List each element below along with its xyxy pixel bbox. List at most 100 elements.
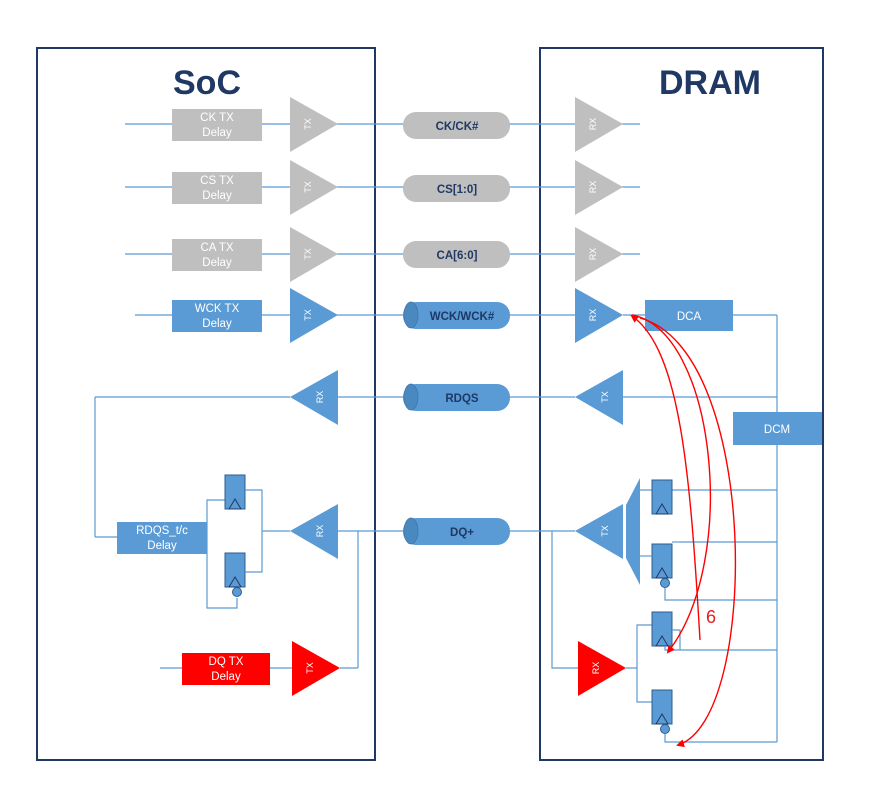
dram-title: DRAM <box>659 64 761 102</box>
dq-rx-label: RX <box>315 525 325 538</box>
red-arrow-1 <box>631 314 711 654</box>
rdqs-delay <box>117 522 207 554</box>
ck-tx-delay-line2: Delay <box>202 127 232 139</box>
ca-tx-label: TX <box>303 248 313 260</box>
ck-bus <box>403 112 510 139</box>
cs-tx-buffer <box>290 160 338 215</box>
dq-tx-label: TX <box>305 662 315 674</box>
cs-tx-label: TX <box>303 181 313 193</box>
cs-rx-buffer <box>575 160 623 215</box>
dram-dq-receive: RX <box>551 531 681 743</box>
wck-row: WCK TX Delay TX WCK/WCK# RX DCA <box>135 288 733 343</box>
wck-rx-label: RX <box>588 309 598 322</box>
ca-bus <box>403 241 510 268</box>
ca-tx-delay-line2: Delay <box>202 257 232 269</box>
dcm-block <box>733 412 822 445</box>
wck-bus-cap <box>403 301 419 329</box>
cs-bus <box>403 175 510 202</box>
soc-flipflop-lower-clock <box>228 576 242 588</box>
dq-bus-row: DQ+ <box>338 517 575 669</box>
soc-title: SoC <box>173 64 241 102</box>
dca-block <box>645 300 733 331</box>
dram-tx-flipflop-lower-inverter <box>660 578 670 588</box>
ca-row: CA TX Delay TX CA[6:0] RX <box>125 227 640 282</box>
ck-rx-label: RX <box>588 118 598 131</box>
soc-flipflop-upper <box>224 474 246 510</box>
wck-bus <box>403 302 510 329</box>
wck-tx-label: TX <box>303 309 313 321</box>
dram-rx-flipflop-upper <box>651 611 673 647</box>
cs-bus-label: CS[1:0] <box>437 184 477 196</box>
cs-tx-delay <box>172 172 262 204</box>
wck-tx-buffer <box>290 288 338 343</box>
dram-tx-flipflop-upper-clock <box>655 503 669 515</box>
ck-rx-buffer <box>575 97 623 152</box>
cs-tx-delay-line1: CS TX <box>200 175 234 187</box>
annotation-label: 6 <box>706 607 716 627</box>
cs-row: CS TX Delay TX CS[1:0] RX <box>125 160 640 215</box>
soc-panel <box>36 47 376 761</box>
dq-bus-label: DQ+ <box>450 527 474 539</box>
cs-rx-label: RX <box>588 181 598 194</box>
dcm-label: DCM <box>764 424 790 436</box>
cs-tx-delay-line2: Delay <box>202 190 232 202</box>
ck-bus-label: CK/CK# <box>436 121 479 133</box>
soc-dq-receive: RDQS_t/c Delay RX <box>117 474 338 609</box>
dram-dq-mux <box>626 478 640 585</box>
dram-rx-flipflop-lower <box>651 689 673 725</box>
dram-panel <box>539 47 824 761</box>
rdqs-tx-label: TX <box>600 391 610 403</box>
ck-tx-label: TX <box>303 118 313 130</box>
wck-rx-buffer <box>575 288 623 343</box>
dram-tx-flipflop-lower-clock <box>655 567 669 579</box>
rdqs-delay-line2: Delay <box>147 540 177 552</box>
soc-dq-transmit: DQ TX Delay TX <box>160 641 340 696</box>
dram-rx-flipflop-lower-inverter <box>660 724 670 734</box>
dram-tx-flipflop-lower <box>651 543 673 579</box>
dq-rx-buffer <box>290 504 338 559</box>
dq-bus-cap <box>403 517 419 545</box>
ca-tx-buffer <box>290 227 338 282</box>
dram-dq-tx-buffer <box>575 504 623 559</box>
dram-dq-tx-label: TX <box>600 525 610 537</box>
ca-tx-delay-line1: CA TX <box>200 242 233 254</box>
dram-dq-rx-buffer <box>578 641 626 696</box>
dq-bus <box>403 518 510 545</box>
wck-tx-delay-line1: WCK TX <box>195 303 240 315</box>
timing-annotation: 6 <box>630 314 737 748</box>
dram-dq-transmit: TX <box>575 478 680 601</box>
rdqs-bus-cap <box>403 383 419 411</box>
soc-flipflop-lower <box>224 552 246 588</box>
rdqs-bus <box>403 384 510 411</box>
rdqs-delay-line1: RDQS_t/c <box>136 525 188 537</box>
wck-tx-delay <box>172 300 262 332</box>
ca-rx-buffer <box>575 227 623 282</box>
dram-dq-rx-label: RX <box>591 662 601 675</box>
soc-flipflop-lower-inverter <box>232 587 242 597</box>
wck-tx-delay-line2: Delay <box>202 318 232 330</box>
rdqs-rx-label: RX <box>315 391 325 404</box>
dca-label: DCA <box>677 311 702 323</box>
ca-tx-delay <box>172 239 262 271</box>
rdqs-row: RX RDQS TX DCM <box>94 370 822 538</box>
ck-tx-delay-line1: CK TX <box>200 112 234 124</box>
ck-tx-buffer <box>290 97 338 152</box>
dq-tx-delay-line1: DQ TX <box>209 656 244 668</box>
dq-tx-delay-line2: Delay <box>211 671 241 683</box>
rdqs-bus-label: RDQS <box>445 393 479 405</box>
rdqs-tx-buffer <box>575 370 623 425</box>
ck-row: CK TX Delay TX CK/CK# RX <box>125 97 640 152</box>
dq-tx-buffer <box>292 641 340 696</box>
soc-flipflop-upper-clock <box>228 498 242 510</box>
dq-tx-delay <box>182 653 270 685</box>
red-arrow-2 <box>639 317 737 748</box>
red-arrow-3 <box>630 314 701 641</box>
ck-tx-delay <box>172 109 262 141</box>
ca-rx-label: RX <box>588 248 598 261</box>
dram-rx-flipflop-lower-clock <box>655 713 669 725</box>
dram-tx-flipflop-upper <box>651 479 673 515</box>
ca-bus-label: CA[6:0] <box>437 250 478 262</box>
dram-right-wiring <box>610 314 778 743</box>
dram-rx-flipflop-upper-clock <box>655 635 669 647</box>
